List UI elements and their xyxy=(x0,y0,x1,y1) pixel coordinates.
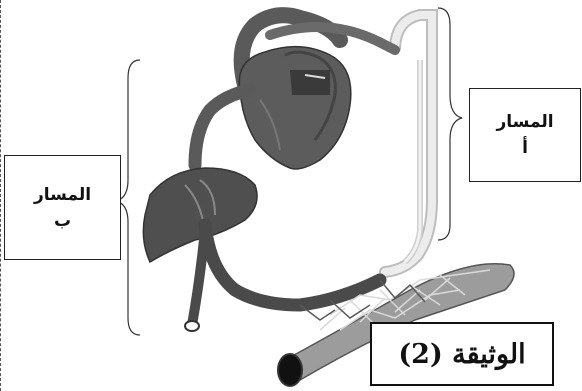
portal-vein xyxy=(205,225,380,305)
label-path-a-line2: أ xyxy=(522,135,528,161)
brace-path-a xyxy=(438,8,462,240)
label-path-b-line1: المسار xyxy=(34,182,91,208)
heart xyxy=(239,47,351,169)
intestine-opening xyxy=(278,354,302,386)
document-title: الوثيقة (2) xyxy=(398,339,525,370)
label-path-a-line1: المسار xyxy=(496,109,553,135)
label-path-b: المسار ب xyxy=(4,155,121,260)
label-path-b-line2: ب xyxy=(54,208,71,234)
document-title-box: الوثيقة (2) xyxy=(370,322,554,386)
label-path-a: المسار أ xyxy=(469,88,581,182)
